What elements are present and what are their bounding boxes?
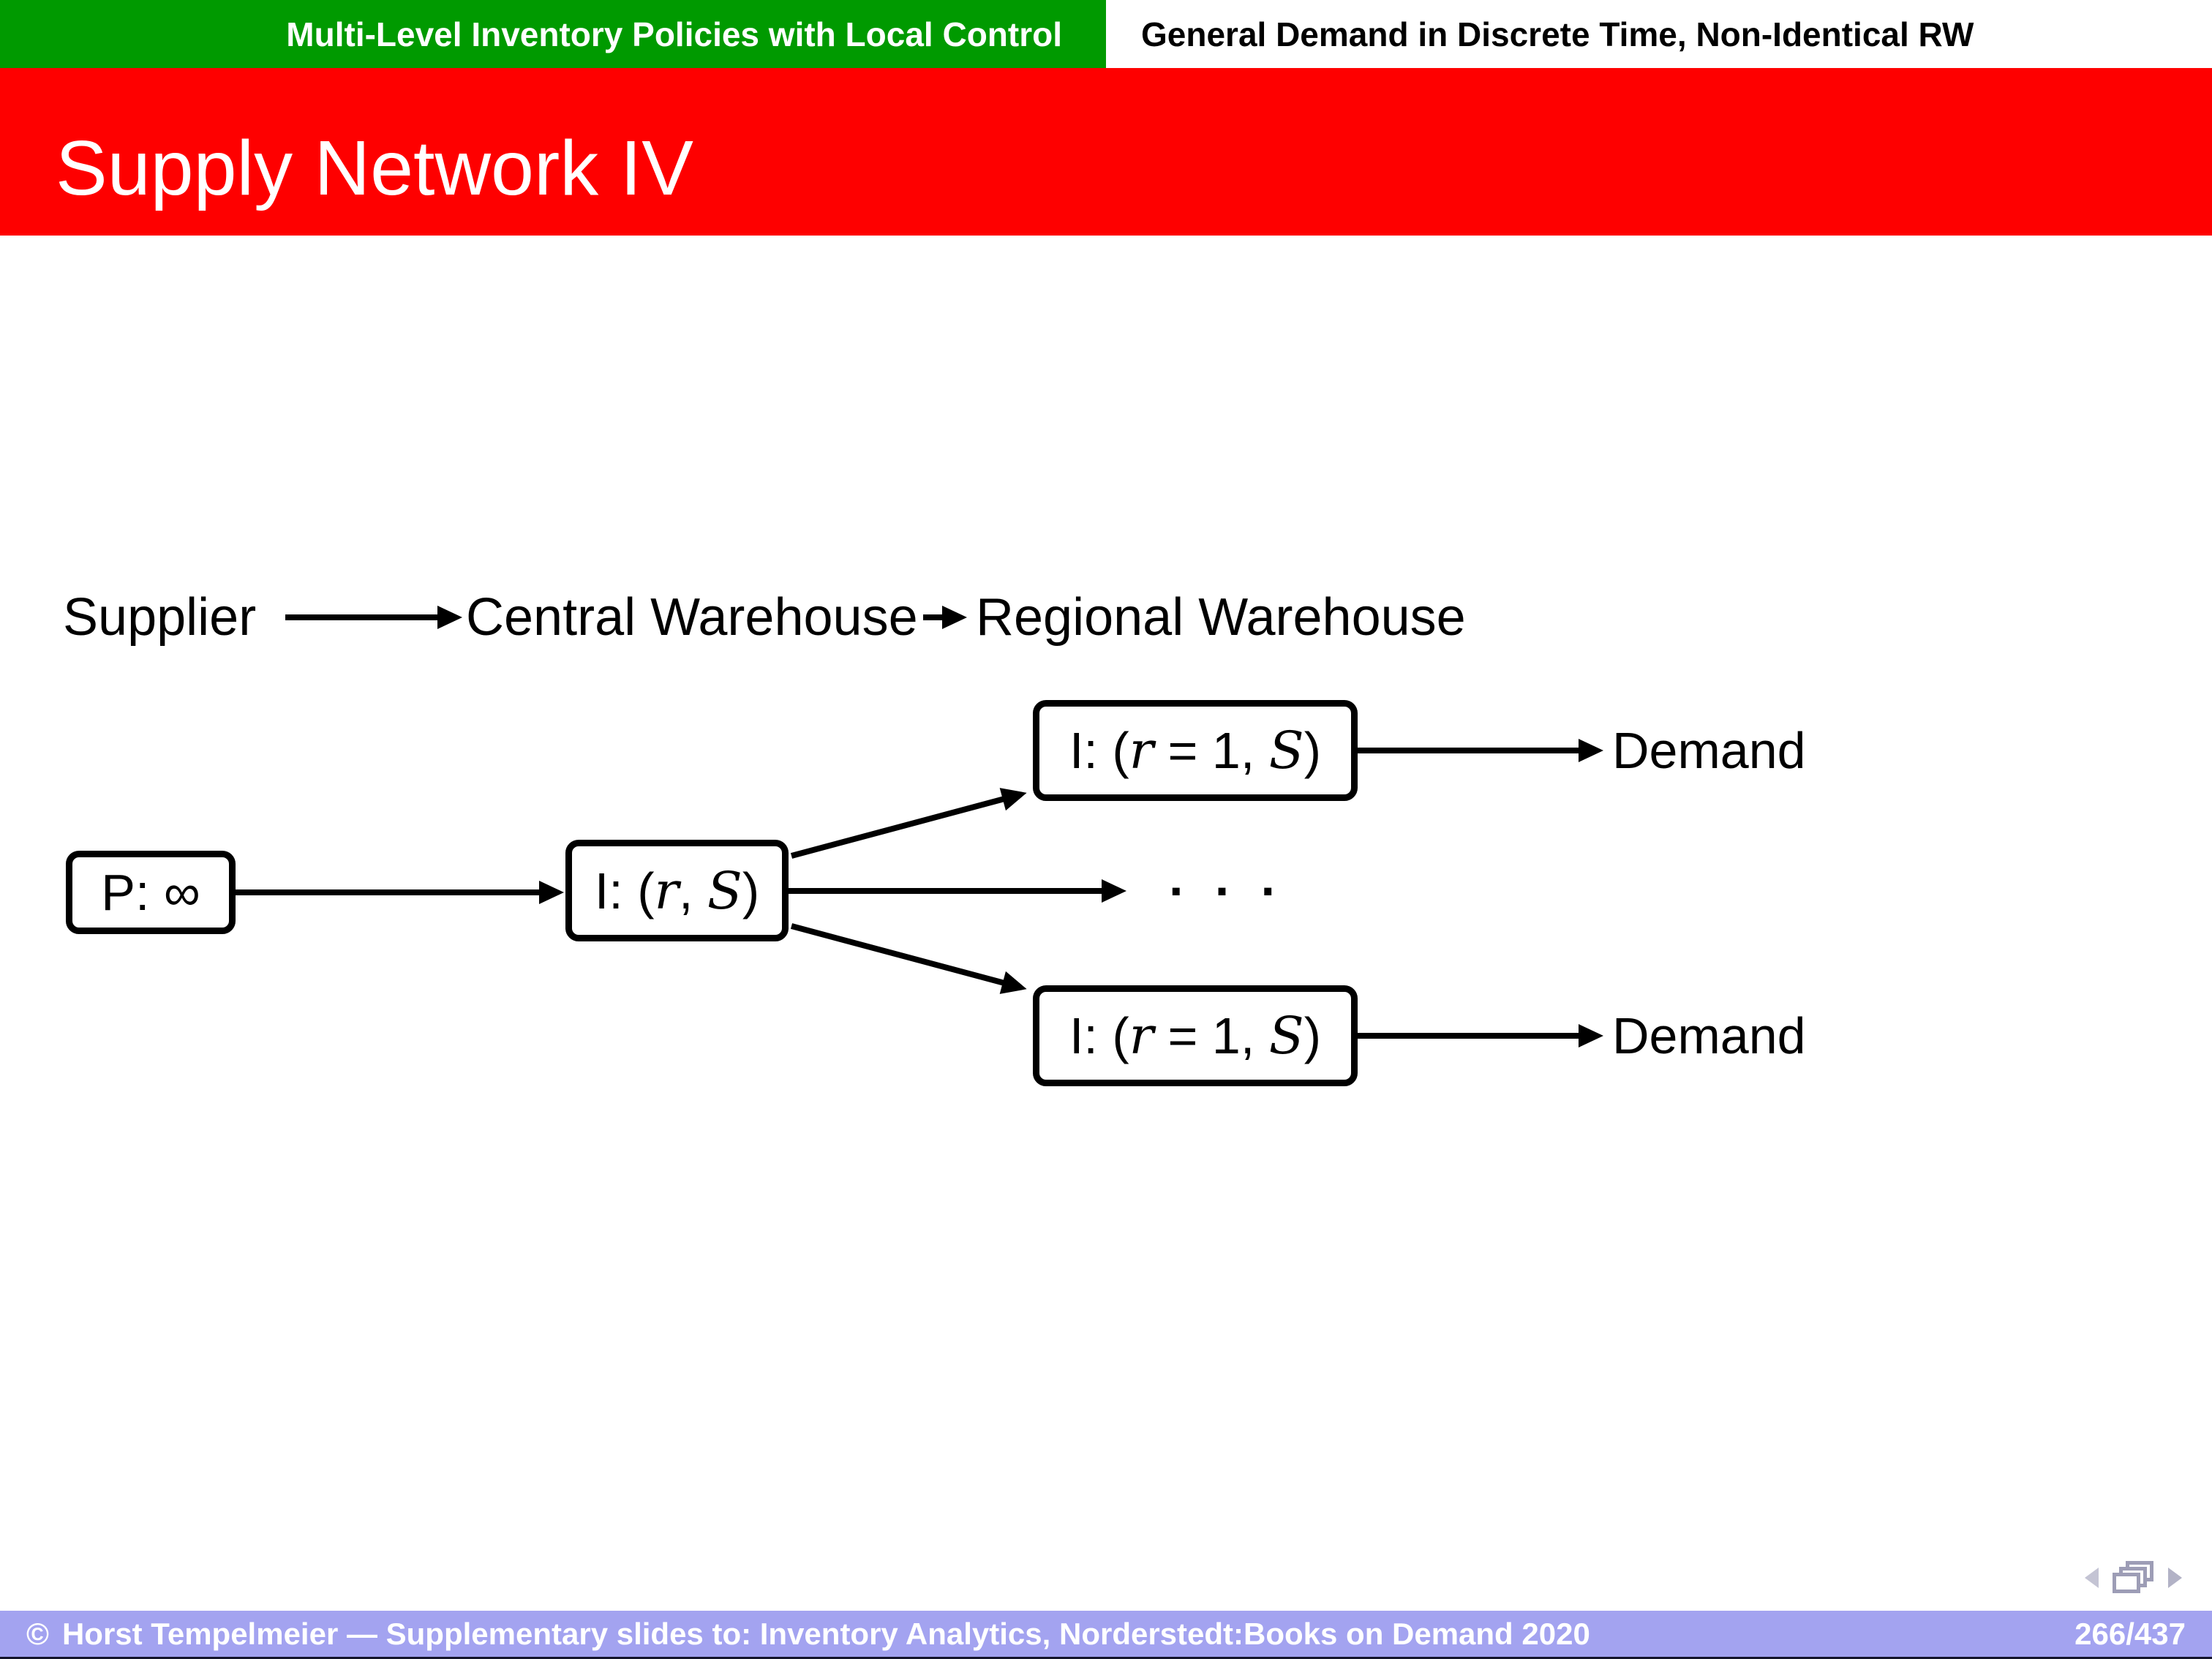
page-indicator: 266/437 [2074, 1616, 2186, 1651]
arrow-central-to-dots-head [1102, 879, 1126, 903]
nav-frames-icon[interactable] [2113, 1561, 2155, 1595]
ellipsis-more-warehouses: · · · [1169, 862, 1285, 919]
footer-attribution-text: Horst Tempelmeier — Supplementary slides… [61, 1616, 1590, 1651]
header-section-title-text: Multi-Level Inventory Policies with Loca… [286, 15, 1062, 53]
arrow-plant-central-head [539, 881, 564, 904]
math-var-r: r [1129, 721, 1154, 780]
node-regional-top-label: I: (r = 1, S) [1069, 721, 1321, 780]
nav-forward-icon[interactable] [2168, 1568, 2182, 1588]
header-subsection-title-text: General Demand in Discrete Time, Non-Ide… [1141, 15, 1974, 53]
label-central-warehouse: Central Warehouse [466, 588, 918, 647]
label-supplier: Supplier [63, 588, 257, 647]
slide-bottom-edge [0, 1657, 2212, 1659]
header-section-title: Multi-Level Inventory Policies with Loca… [0, 0, 1106, 68]
arrow-plant-central-line [236, 889, 539, 895]
label-regional-warehouse: Regional Warehouse [976, 588, 1466, 647]
arrow-top-demand-head [1579, 739, 1603, 762]
math-var-r: r [1129, 1006, 1154, 1066]
arrow-central-to-dots-line [789, 888, 1103, 894]
footer-attribution-group: © Horst Tempelmeier — Supplementary slid… [26, 1617, 1590, 1652]
arrow-central-regional-head [942, 606, 967, 629]
frame-title: Supply Network IV [56, 125, 693, 211]
arrow-bottom-demand-line [1358, 1033, 1581, 1039]
footer-bar: © Horst Tempelmeier — Supplementary slid… [0, 1611, 2212, 1657]
arrow-central-to-top-regional [790, 781, 1030, 859]
node-central-warehouse: I: (r, S) [565, 840, 789, 941]
arrow-bottom-demand-head [1579, 1024, 1603, 1047]
frames-icon-front-sheet [2113, 1573, 2140, 1593]
label-demand-bottom: Demand [1612, 1007, 1806, 1064]
math-var-S: S [1268, 1006, 1304, 1066]
arrow-central-to-bottom-regional-head [999, 971, 1030, 1001]
copyright-icon: © [26, 1616, 49, 1651]
node-plant: P: ∞ [66, 851, 236, 934]
node-regional-bottom-label: I: (r = 1, S) [1069, 1006, 1321, 1066]
math-var-S: S [707, 860, 742, 921]
label-demand-top: Demand [1612, 722, 1806, 779]
frame-title-bar: Supply Network IV [0, 68, 2212, 236]
node-regional-top: I: (r = 1, S) [1033, 700, 1358, 801]
nav-back-icon[interactable] [2085, 1568, 2099, 1588]
arrow-top-demand-line [1358, 748, 1581, 753]
math-var-S: S [1268, 721, 1304, 780]
arrow-central-regional-line [923, 614, 942, 620]
arrow-central-to-bottom-regional [790, 923, 1030, 1001]
arrow-supplier-central-head [437, 606, 462, 629]
node-plant-label: P: ∞ [101, 864, 200, 921]
arrow-central-to-top-regional-head [999, 781, 1030, 811]
arrow-supplier-central-line [285, 614, 437, 620]
node-regional-bottom: I: (r = 1, S) [1033, 985, 1358, 1086]
node-central-warehouse-label: I: (r, S) [594, 860, 760, 921]
math-var-r: r [654, 860, 679, 921]
header-subsection-title: General Demand in Discrete Time, Non-Ide… [1106, 0, 2212, 68]
infinity-symbol: ∞ [163, 864, 200, 921]
